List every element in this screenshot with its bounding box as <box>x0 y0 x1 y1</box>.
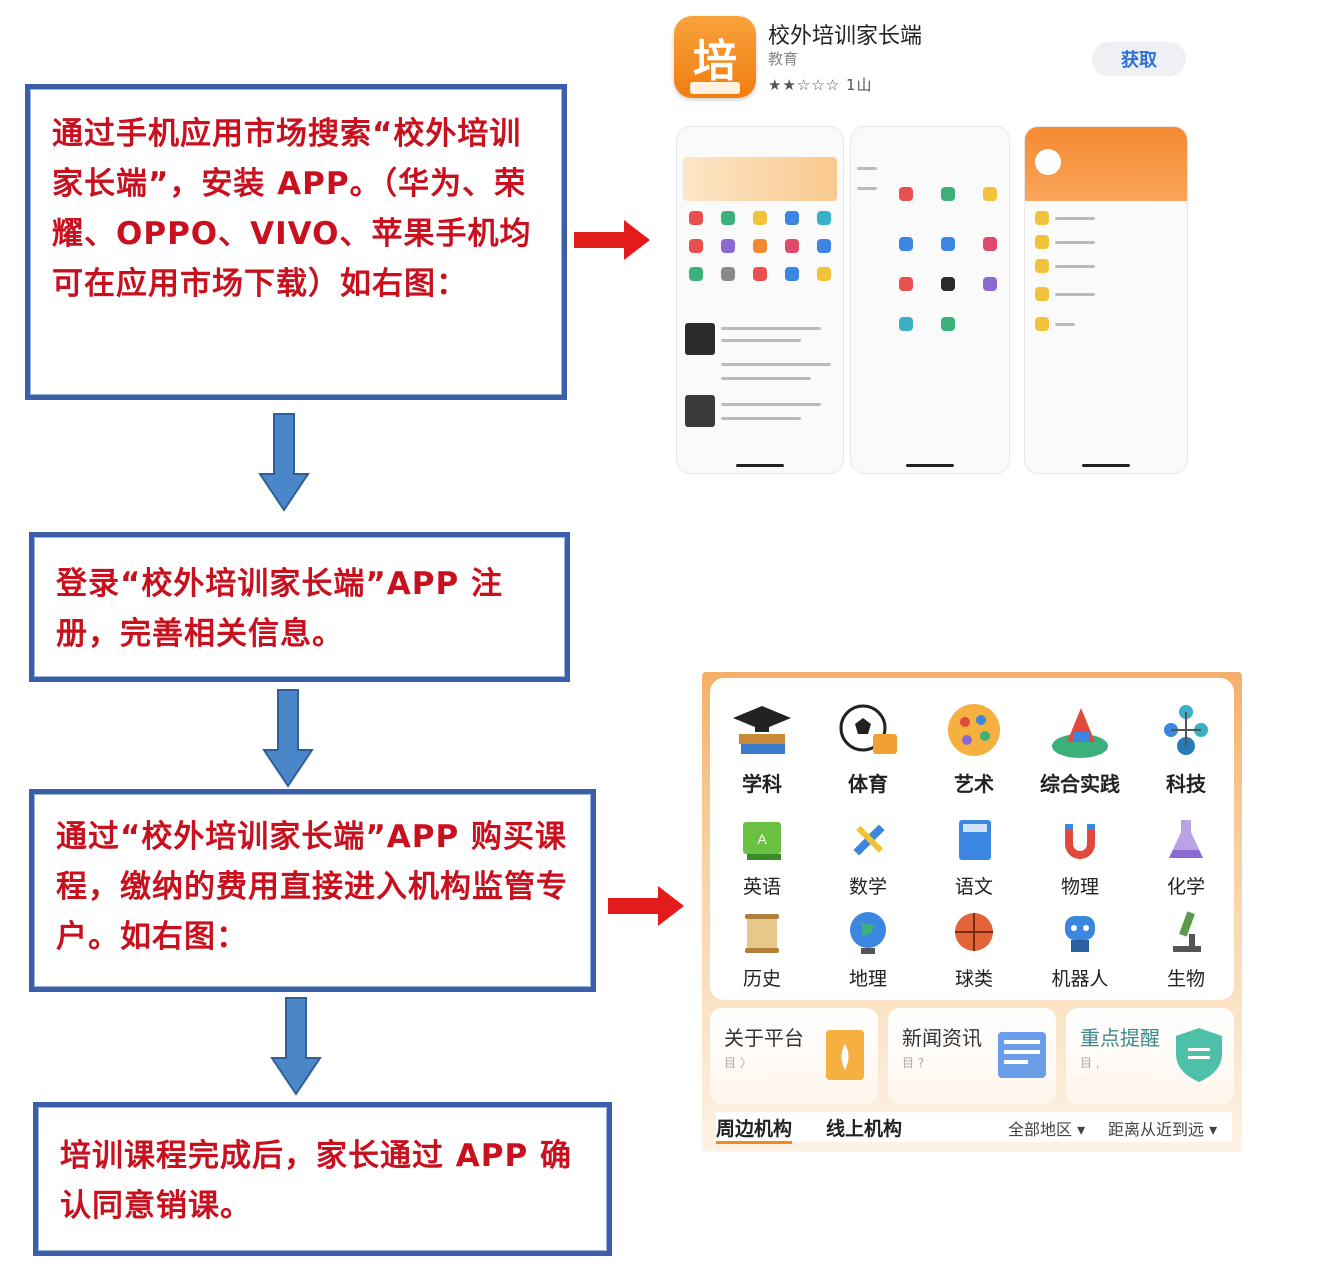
category-art[interactable]: 艺术 <box>922 698 1026 797</box>
sort-filter[interactable]: 距离从近到远 ▾ <box>1108 1116 1217 1140</box>
globe-icon <box>841 906 895 960</box>
technology-icon <box>1153 698 1219 764</box>
step-1-text: 通过手机应用市场搜索“校外培训家长端”，安装 APP。（华为、荣耀、OPPO、V… <box>52 116 532 302</box>
category-math[interactable]: 数学 <box>816 814 920 899</box>
shield-icon <box>1176 1028 1222 1082</box>
art-palette-icon <box>941 698 1007 764</box>
region-filter[interactable]: 全部地区 ▾ <box>1008 1116 1085 1140</box>
category-label: 化学 <box>1166 876 1205 898</box>
category-technology[interactable]: 科技 <box>1134 698 1238 797</box>
chevron-down-icon: ▾ <box>1072 1120 1086 1139</box>
category-subjects[interactable]: 学科 <box>710 698 814 797</box>
category-label: 体育 <box>848 772 888 796</box>
app-category-screen: 学科 体育 艺术 综合实践 科技 <box>702 672 1242 1152</box>
category-label: 球类 <box>954 968 993 990</box>
right-arrow-1 <box>574 220 650 260</box>
category-chinese[interactable]: 语文 <box>922 814 1026 899</box>
tile-sub: 目 〉 <box>724 1056 752 1070</box>
down-arrow-1 <box>258 413 310 512</box>
category-label: 科技 <box>1166 772 1206 796</box>
category-chemistry[interactable]: 化学 <box>1134 814 1238 899</box>
category-label: 语文 <box>954 876 993 898</box>
app-category: 教育 <box>768 50 799 68</box>
step-4-box: 培训课程完成后，家长通过 APP 确认同意销课。 <box>33 1102 612 1256</box>
category-practice[interactable]: 综合实践 <box>1028 698 1132 797</box>
category-label: 英语 <box>742 876 781 898</box>
document-flame-icon <box>826 1030 864 1080</box>
svg-text:A: A <box>757 831 767 847</box>
graduation-books-icon <box>729 698 795 764</box>
category-label: 地理 <box>848 968 887 990</box>
sports-ball-icon <box>835 698 901 764</box>
category-label: 机器人 <box>1051 968 1109 990</box>
math-tools-icon <box>841 814 895 868</box>
practice-icon <box>1047 698 1113 764</box>
tile-sub: 目 ? <box>902 1056 925 1070</box>
course-thumb <box>685 323 715 355</box>
step-3-text: 通过“校外培训家长端”APP 购买课程，缴纳的费用直接进入机构监管专户。如右图： <box>56 819 568 955</box>
magnet-icon <box>1053 814 1107 868</box>
banner-image <box>683 157 837 201</box>
app-rating: ★★☆☆☆ 1山 <box>768 76 873 94</box>
category-english[interactable]: A 英语 <box>710 814 814 899</box>
course-thumb <box>685 395 715 427</box>
app-icon-tag <box>690 82 740 94</box>
institution-tabs: 周边机构 线上机构 全部地区 ▾ 距离从近到远 ▾ <box>716 1112 1232 1144</box>
app-screenshot-profile <box>1024 126 1188 474</box>
category-label: 学科 <box>742 772 782 796</box>
category-label: 数学 <box>848 876 887 898</box>
app-screenshot-categories <box>850 126 1010 474</box>
tab-nearby[interactable]: 周边机构 <box>716 1114 793 1144</box>
step-2-text: 登录“校外培训家长端”APP 注册，完善相关信息。 <box>56 566 503 652</box>
category-card: 学科 体育 艺术 综合实践 科技 <box>710 678 1234 1000</box>
basketball-icon <box>947 906 1001 960</box>
robot-icon <box>1053 906 1107 960</box>
category-sports[interactable]: 体育 <box>816 698 920 797</box>
key-reminder-tile[interactable]: 重点提醒 目 , <box>1066 1008 1234 1104</box>
flask-icon <box>1159 814 1213 868</box>
category-geography[interactable]: 地理 <box>816 906 920 991</box>
category-label: 物理 <box>1060 876 1099 898</box>
news-document-icon <box>998 1032 1046 1078</box>
category-label: 艺术 <box>954 772 994 796</box>
english-book-icon: A <box>735 814 789 868</box>
tile-title: 重点提醒 <box>1080 1026 1160 1050</box>
app-screenshot-home <box>676 126 844 474</box>
region-filter-label: 全部地区 <box>1008 1120 1073 1139</box>
about-platform-tile[interactable]: 关于平台 目 〉 <box>710 1008 878 1104</box>
microscope-icon <box>1159 906 1213 960</box>
down-arrow-3 <box>270 997 322 1096</box>
chinese-book-icon <box>947 814 1001 868</box>
category-label: 历史 <box>742 968 781 990</box>
category-history[interactable]: 历史 <box>710 906 814 991</box>
tab-online[interactable]: 线上机构 <box>826 1118 903 1140</box>
category-label: 综合实践 <box>1040 772 1120 796</box>
avatar <box>1035 149 1061 175</box>
app-name: 校外培训家长端 <box>768 24 923 49</box>
news-tile[interactable]: 新闻资讯 目 ? <box>888 1008 1056 1104</box>
app-store-listing: 培 校外培训家长端 教育 ★★☆☆☆ 1山 获取 <box>668 10 1228 480</box>
tile-sub: 目 , <box>1080 1056 1100 1070</box>
category-physics[interactable]: 物理 <box>1028 814 1132 899</box>
chevron-down-icon: ▾ <box>1204 1120 1218 1139</box>
category-ball-games[interactable]: 球类 <box>922 906 1026 991</box>
get-button[interactable]: 获取 <box>1092 42 1186 76</box>
category-robotics[interactable]: 机器人 <box>1028 906 1132 991</box>
step-4-text: 培训课程完成后，家长通过 APP 确认同意销课。 <box>60 1138 573 1224</box>
scroll-icon <box>735 906 789 960</box>
step-3-box: 通过“校外培训家长端”APP 购买课程，缴纳的费用直接进入机构监管专户。如右图： <box>29 789 596 992</box>
category-biology[interactable]: 生物 <box>1134 906 1238 991</box>
step-1-box: 通过手机应用市场搜索“校外培训家长端”，安装 APP。（华为、荣耀、OPPO、V… <box>25 84 567 400</box>
app-icon[interactable]: 培 <box>674 16 756 98</box>
down-arrow-2 <box>262 689 314 788</box>
category-label: 生物 <box>1166 968 1205 990</box>
right-arrow-2 <box>608 886 684 926</box>
tile-title: 新闻资讯 <box>902 1026 982 1050</box>
tile-title: 关于平台 <box>724 1026 804 1050</box>
app-icon-glyph: 培 <box>693 36 737 87</box>
step-2-box: 登录“校外培训家长端”APP 注册，完善相关信息。 <box>29 532 570 682</box>
sort-filter-label: 距离从近到远 <box>1108 1120 1205 1139</box>
